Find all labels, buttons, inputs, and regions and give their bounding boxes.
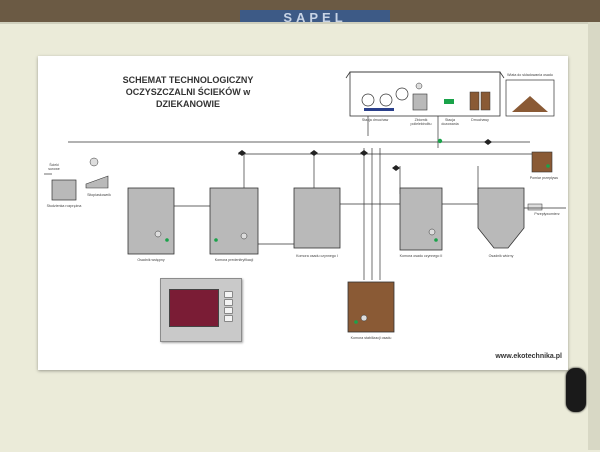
label-blowers: Stacja dmuchaw xyxy=(361,118,389,122)
green-indicator xyxy=(165,238,169,242)
blower-1-icon xyxy=(361,93,375,107)
green-indicator xyxy=(214,238,218,242)
cabinet-edge xyxy=(588,22,600,450)
pre-settling-tank xyxy=(127,187,175,255)
activated-sludge-tank-1 xyxy=(293,187,341,249)
label-screen: Sitopiaskownik xyxy=(87,193,111,197)
label-inlet: Ścieki surowe xyxy=(48,163,60,172)
label-pump-station: Studzienka rozprężna xyxy=(46,204,82,208)
secondary-settling-tank xyxy=(477,187,525,249)
mixer-icon xyxy=(428,228,436,236)
hmi-touch-panel[interactable] xyxy=(160,278,242,342)
predenitrification-tank xyxy=(209,187,259,255)
label-sludge-stabilization: Komora stabilizacji osadu xyxy=(350,336,392,340)
hmi-screen[interactable] xyxy=(169,289,219,327)
green-indicator xyxy=(546,164,550,168)
label-reagent-station: Stacja dozowania xyxy=(441,118,459,127)
flowmeter xyxy=(527,203,543,211)
process-schematic-board: SCHEMAT TECHNOLOGICZNY OCZYSZCZALNI ŚCIE… xyxy=(38,56,568,370)
title-line-1: SCHEMAT TECHNOLOGICZNY xyxy=(122,75,254,85)
mixer-icon xyxy=(154,230,162,238)
sludge-pile xyxy=(512,96,548,112)
label-sludge-storage: Wiata do składowania osadu xyxy=(507,73,553,77)
mixer-icon xyxy=(360,314,368,322)
label-activated-2: Komora osadu czynnego II xyxy=(399,254,443,258)
dosing-pump-icon xyxy=(415,82,423,90)
label-measurement: Pomiar przepływu xyxy=(529,176,559,180)
sludge-stabilization-tank xyxy=(347,281,395,333)
blower-rail xyxy=(364,108,394,111)
hmi-key[interactable] xyxy=(224,299,233,306)
valve-icon xyxy=(360,150,368,156)
green-indicator xyxy=(354,320,358,324)
process-diagram xyxy=(44,71,566,333)
label-activated-1: Komora osadu czynnego I xyxy=(296,254,338,258)
label-dewatering: Dmuchawy xyxy=(471,118,489,122)
polymer-dosing-tank xyxy=(531,151,553,173)
blower-3-icon xyxy=(395,87,409,101)
inlet-chamber xyxy=(51,179,77,201)
polymer-tank xyxy=(412,93,428,111)
reagent-container-1 xyxy=(469,91,480,111)
sludge-shed xyxy=(505,79,555,117)
control-building-roof xyxy=(345,71,505,79)
title-line-2: OCZYSZCZALNI ŚCIEKÓW w DZIEKANOWIE xyxy=(125,87,251,109)
valve-icon xyxy=(310,150,318,156)
valve-icon xyxy=(484,139,492,145)
hmi-key[interactable] xyxy=(224,307,233,314)
label-outlet: Przepływomierz xyxy=(534,212,560,216)
website-url: www.ekotechnika.pl xyxy=(495,353,562,360)
label-predenitrification: Komora predenitryfikacji xyxy=(214,258,254,262)
screen-motor-icon xyxy=(89,157,99,167)
mixer-icon xyxy=(240,232,248,240)
blower-2-icon xyxy=(379,93,393,107)
schematic-title: SCHEMAT TECHNOLOGICZNY OCZYSZCZALNI ŚCIE… xyxy=(98,74,278,110)
label-pre-settling: Osadnik wstępny xyxy=(137,258,165,262)
reagent-container-2 xyxy=(480,91,491,111)
label-secondary-settling: Osadnik wtórny xyxy=(488,254,514,258)
valve-icon xyxy=(238,150,246,156)
green-indicator xyxy=(437,138,443,144)
green-indicator xyxy=(434,238,438,242)
label-sludge-container: Zbiornik polielektrolitu xyxy=(410,118,432,127)
cabinet-lock-handle[interactable] xyxy=(566,368,586,412)
screen-unit xyxy=(85,175,109,189)
valve-icon xyxy=(392,165,400,171)
hmi-key[interactable] xyxy=(224,315,233,322)
dosing-station-indicator xyxy=(444,99,454,104)
hmi-key[interactable] xyxy=(224,291,233,298)
